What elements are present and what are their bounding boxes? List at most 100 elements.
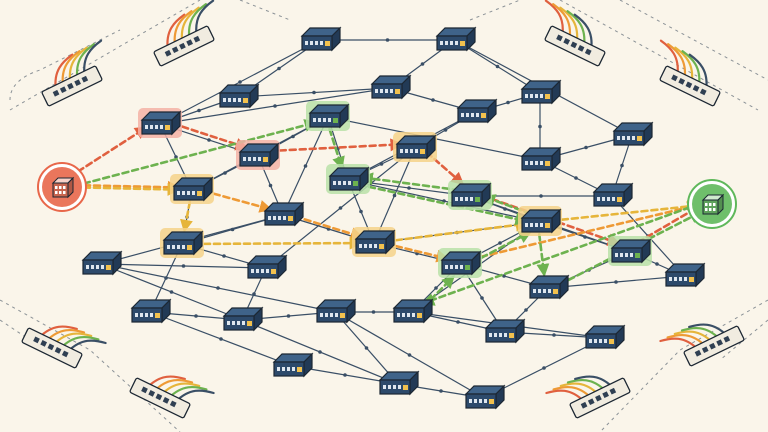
switch-port: [538, 289, 541, 293]
network-switch-node: [664, 262, 706, 288]
link-junction-dot: [506, 100, 510, 105]
status-light: [243, 98, 248, 103]
switch-port: [273, 216, 276, 220]
switch-port: [145, 125, 148, 129]
switch-port: [455, 265, 458, 269]
switch-port: [525, 94, 528, 98]
panel-port: [595, 394, 602, 402]
network-switch-node: [222, 306, 264, 332]
switch-port: [330, 313, 333, 317]
switch-port: [150, 125, 153, 129]
switch-port: [525, 223, 528, 227]
link-junction-dot: [542, 366, 546, 370]
switch-port: [242, 321, 245, 325]
network-switch-node: [81, 250, 123, 276]
link-junction-dot: [392, 193, 397, 198]
dashed-guide-line: [9, 29, 121, 101]
switch-port: [305, 41, 308, 45]
link-junction-dot: [431, 98, 435, 102]
switch-port: [412, 313, 415, 317]
routing-path-green: [536, 232, 550, 277]
switch-port: [223, 98, 226, 102]
status-light: [271, 269, 276, 274]
switch-port: [535, 94, 538, 98]
link-junction-dot: [524, 308, 528, 312]
switch-port: [160, 125, 163, 129]
switch-port: [530, 223, 533, 227]
switch-port: [533, 289, 536, 293]
panel-port: [723, 335, 731, 343]
switch-port: [632, 136, 635, 140]
switch-port: [476, 113, 479, 117]
routing-path-red: [68, 126, 149, 179]
switch-port: [415, 149, 418, 153]
server-front: [702, 199, 719, 215]
server-port: [59, 186, 62, 189]
network-switch-node: [484, 318, 526, 344]
switch-port: [256, 269, 259, 273]
routing-path-orange: [384, 242, 450, 263]
panel-port: [701, 346, 709, 354]
routing-path-green: [359, 172, 460, 192]
status-light: [545, 161, 550, 166]
link-junction-dot: [194, 314, 198, 318]
panel-port: [587, 398, 595, 406]
switch-port: [253, 157, 256, 161]
routing-path-green: [421, 202, 701, 306]
status-light: [465, 265, 470, 270]
network-switch-node: [393, 132, 437, 162]
status-light: [325, 41, 330, 46]
routing-path-orange: [293, 215, 364, 240]
panel-port: [563, 38, 571, 45]
network-switch-node: [218, 83, 260, 109]
switch-port: [375, 89, 378, 93]
status-light: [353, 181, 358, 186]
network-switch-node: [438, 248, 482, 278]
switch-port: [540, 161, 543, 165]
panel-port: [59, 86, 67, 94]
status-light: [420, 149, 425, 154]
switch-port: [96, 265, 99, 269]
switch-port: [248, 157, 251, 161]
endpoint-disc: [692, 184, 732, 224]
dashed-guide-line: [619, 0, 768, 81]
link-junction-dot: [207, 138, 211, 142]
switch-port: [145, 313, 148, 317]
link-junction-dot: [498, 241, 502, 245]
endpoint-disc: [42, 167, 82, 207]
routing-path-green: [357, 183, 529, 226]
switch-port: [402, 313, 405, 317]
switch-port: [398, 385, 401, 389]
status-light: [635, 253, 640, 258]
switch-port: [602, 197, 605, 201]
patch-panel: [569, 377, 631, 419]
link-junction-dot: [219, 337, 223, 341]
network-switch-node: [520, 146, 562, 172]
switch-port: [237, 321, 240, 325]
server-side: [67, 176, 74, 199]
switch-port: [484, 399, 487, 403]
panel-port: [61, 350, 69, 358]
status-light: [106, 265, 111, 270]
status-light: [509, 333, 514, 338]
link-junction-dot: [216, 286, 220, 290]
switch-port: [630, 253, 633, 257]
network-switch-node: [263, 201, 305, 227]
switch-port: [543, 289, 546, 293]
status-light: [417, 313, 422, 318]
dashed-guide-line: [559, 0, 759, 111]
switch-port: [318, 118, 321, 122]
panel-port: [609, 387, 617, 395]
switch-port: [385, 89, 388, 93]
switch-port: [525, 161, 528, 165]
server-port: [63, 191, 66, 194]
switch-port: [172, 245, 175, 249]
routing-path-orange: [72, 180, 181, 194]
switch-port: [374, 244, 377, 248]
switch-port: [499, 333, 502, 337]
routing-path-yellow: [550, 200, 701, 223]
switch-port: [674, 277, 677, 281]
network-switch-node: [246, 254, 288, 280]
switch-port: [313, 118, 316, 122]
switch-port: [228, 98, 231, 102]
